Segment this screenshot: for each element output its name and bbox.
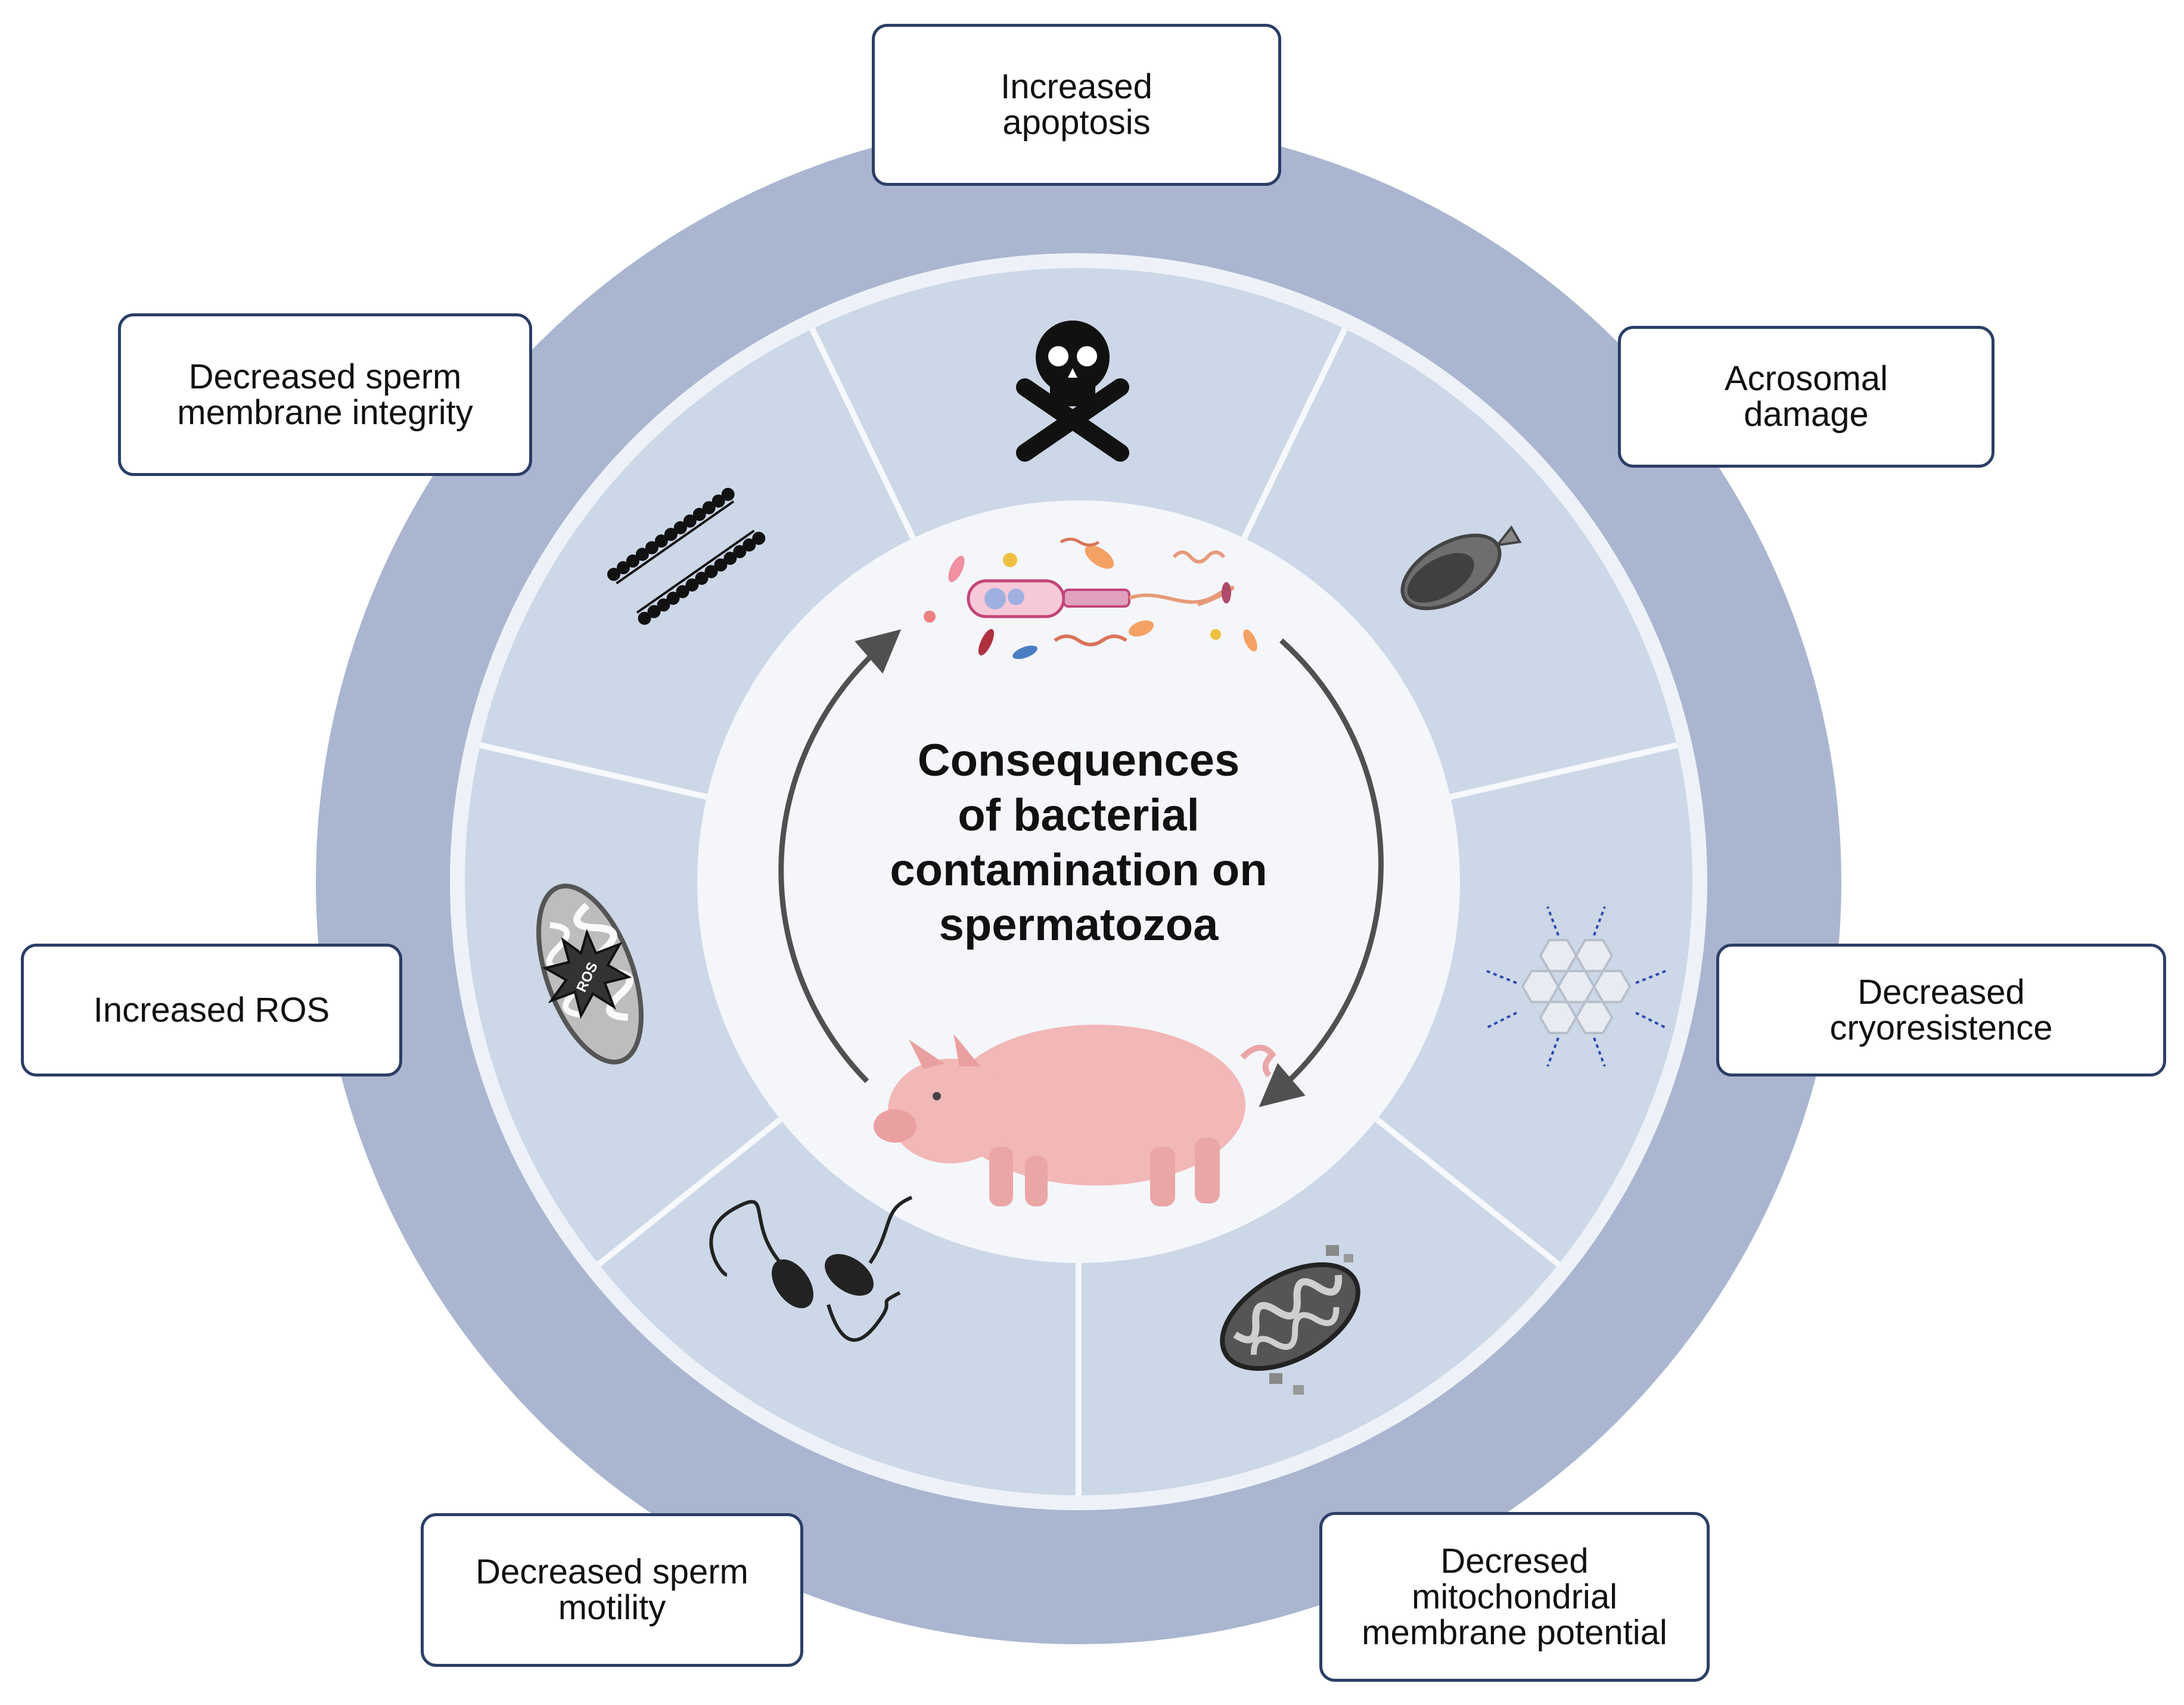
segment-divider (1375, 1117, 1561, 1267)
lipid-head (638, 611, 651, 625)
cycle-arrow-left (778, 629, 902, 1084)
cycle-arrow-right (1259, 638, 1384, 1107)
label-mitochondrial-membrane-potential: Decresed mitochondrial membrane potentia… (1319, 1512, 1710, 1682)
segment-dividers (479, 327, 1678, 1495)
lipid-head (714, 558, 728, 572)
lipid-head (676, 585, 689, 599)
lipid-head (712, 494, 725, 508)
lipid-head (702, 501, 716, 515)
pig-icon (874, 1025, 1276, 1206)
lipid-head (626, 554, 639, 568)
lipid-head (692, 508, 706, 521)
bacteria-and-sperm-icon (924, 537, 1257, 659)
lipid-head (647, 605, 661, 618)
lipid-head (664, 527, 678, 541)
immotile-sperm-icon (709, 1196, 913, 1342)
lipid-head (752, 531, 766, 545)
label-decreased-sperm-motility: Decreased sperm motility (421, 1513, 803, 1667)
label-acrosomal-damage: Acrosomal damage (1618, 326, 1995, 468)
skull-crossbones-icon (1016, 321, 1129, 462)
lipid-head (654, 534, 668, 548)
lipid-head (683, 514, 697, 528)
sperm-head-acrosome-icon (1400, 525, 1522, 611)
segment-divider (1449, 742, 1678, 800)
lipid-head (704, 565, 718, 578)
lipid-head (723, 552, 737, 565)
label-decreased-membrane-integrity: Decreased sperm membrane integrity (118, 313, 532, 476)
lipid-head (657, 598, 670, 612)
lipid-head (733, 545, 747, 558)
lipid-head (673, 521, 687, 534)
lipid-head (645, 541, 658, 555)
diagram-title: Consequences of bacterial contamination … (890, 735, 1267, 950)
label-increased-apoptosis: Increased apoptosis (872, 24, 1281, 186)
segment-divider (809, 327, 916, 540)
segment-divider (1241, 327, 1348, 540)
label-decreased-cryoresistence: Decreased cryoresistence (1716, 944, 2166, 1076)
lipid-head (721, 487, 735, 501)
lipid-head (695, 571, 709, 585)
ice-crystal-icon (1486, 906, 1666, 1067)
mitochondrion-ros-icon: ROS (536, 883, 644, 1065)
lipid-head (635, 547, 649, 561)
lipid-bilayer-icon (607, 487, 766, 625)
segment-divider (479, 742, 708, 800)
lipid-head (616, 561, 630, 574)
lipid-head (607, 568, 620, 581)
lipid-head (743, 538, 756, 552)
lipid-head (666, 592, 680, 605)
damaged-mitochondrion-icon (1220, 1245, 1360, 1395)
lipid-head (685, 578, 699, 592)
segment-divider (597, 1117, 782, 1267)
label-increased-ros: Increased ROS (21, 944, 402, 1076)
